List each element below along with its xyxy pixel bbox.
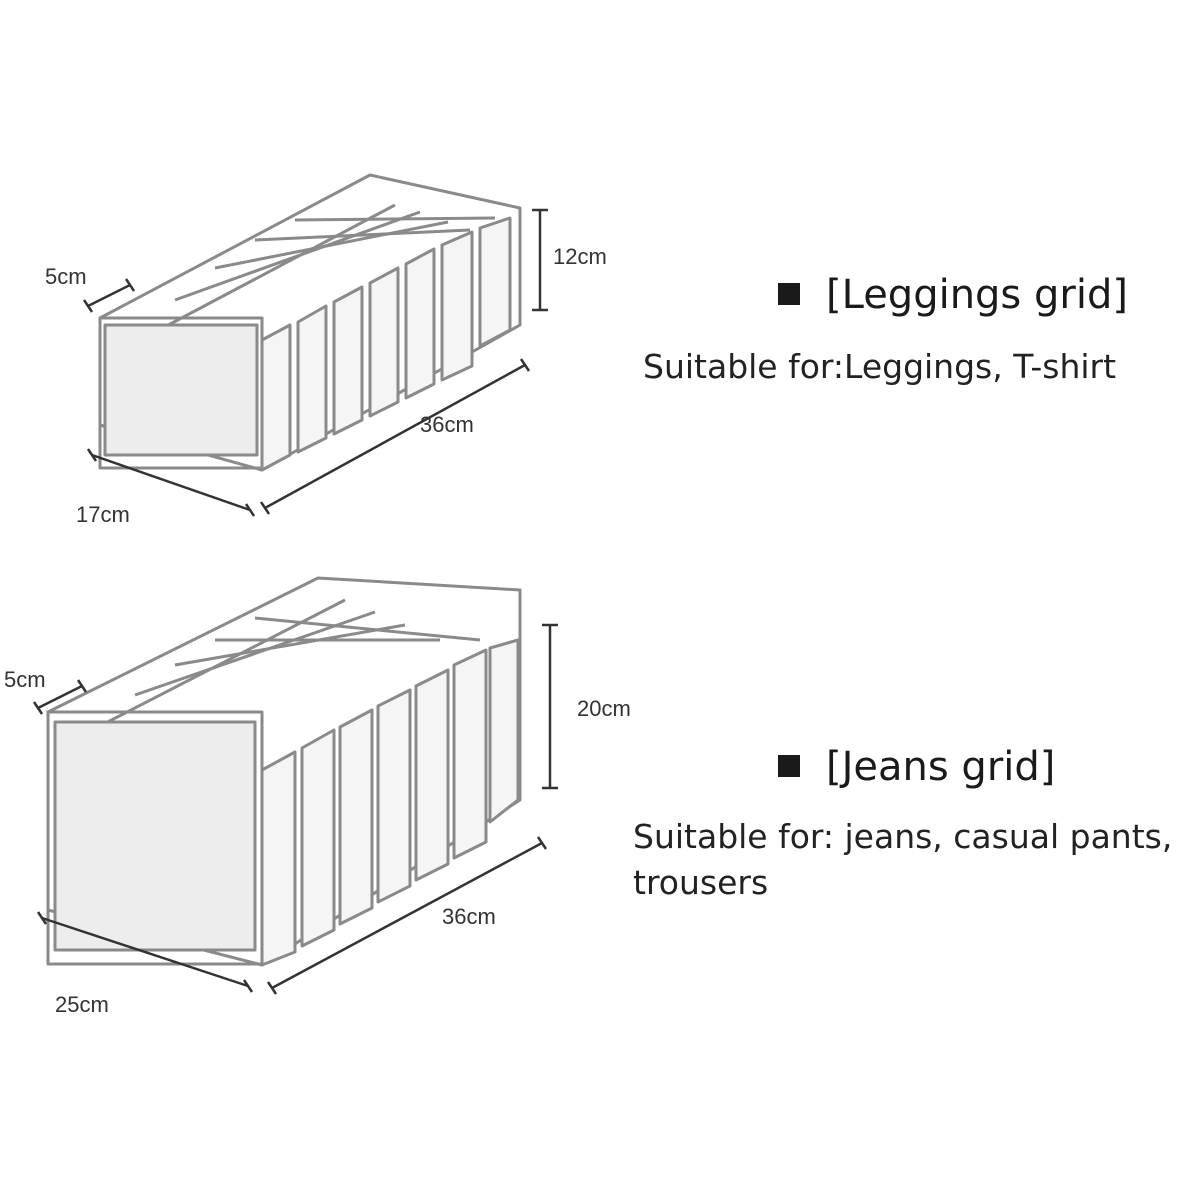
jeans-side-panel — [338, 708, 374, 926]
leggings-slot-label: 5cm — [45, 264, 87, 289]
jeans-divider — [174, 623, 406, 667]
leggings-grid-description: Suitable for:Leggings, T-shirt — [643, 347, 1117, 386]
leggings-divider — [174, 210, 421, 302]
jeans-front-panel — [53, 720, 257, 952]
jeans-grid-title: [Jeans grid] — [778, 744, 1055, 790]
leggings-height-label: 12cm — [553, 244, 607, 269]
leggings-front-panel — [103, 323, 259, 457]
jeans-side-panel — [300, 728, 336, 948]
leggings-side-panel — [332, 285, 364, 436]
leggings-divider — [214, 220, 449, 270]
leggings-side-panel — [368, 266, 400, 418]
leggings-width-label: 17cm — [76, 502, 130, 527]
jeans-side-panel — [376, 688, 412, 904]
leggings-side-panel — [260, 323, 292, 472]
leggings-side-panel — [404, 247, 436, 400]
jeans-length-label: 36cm — [442, 904, 496, 929]
jeans-slot-label: 5cm — [4, 667, 46, 692]
jeans-dimension-lines — [32, 623, 558, 995]
jeans-side-panel — [488, 638, 520, 824]
jeans-side-panel — [452, 648, 488, 860]
jeans-grid-description: Suitable for: jeans, casual pants, trous… — [633, 814, 1172, 906]
jeans-width-label: 25cm — [55, 992, 109, 1017]
jeans-divider — [254, 616, 481, 642]
jeans-description-line: Suitable for: jeans, casual pants, — [633, 817, 1173, 856]
leggings-side-panel — [478, 216, 512, 348]
leggings-divider — [294, 216, 496, 222]
jeans-title-text: [Jeans grid] — [826, 744, 1056, 790]
square-bullet-icon — [778, 755, 800, 777]
square-bullet-icon — [778, 283, 800, 305]
leggings-grid-title: [Leggings grid] — [778, 272, 1128, 318]
leggings-title-text: [Leggings grid] — [826, 272, 1128, 318]
leggings-organizer-drawing — [98, 173, 522, 472]
leggings-side-panel — [440, 230, 474, 382]
leggings-side-panel — [296, 304, 328, 454]
leggings-dimension-lines — [82, 208, 548, 517]
jeans-description-line: trousers — [633, 863, 769, 902]
leggings-divider — [254, 228, 471, 242]
jeans-side-panel — [414, 668, 450, 882]
jeans-side-panel — [260, 750, 297, 967]
leggings-length-label: 36cm — [420, 412, 474, 437]
jeans-organizer-drawing — [46, 576, 522, 967]
jeans-height-label: 20cm — [577, 696, 631, 721]
